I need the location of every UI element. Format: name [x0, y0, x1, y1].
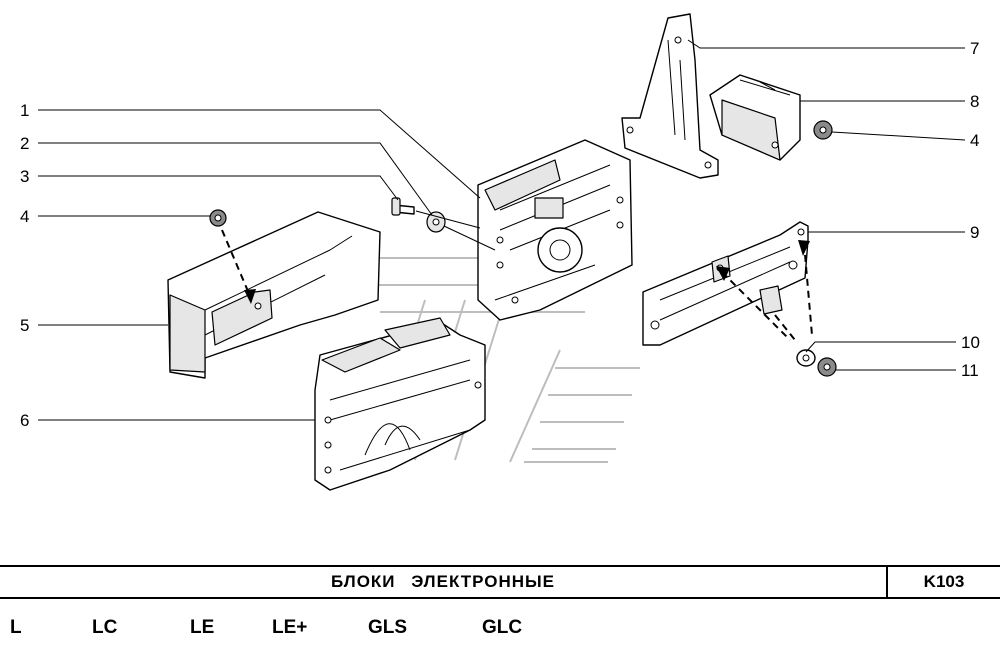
callout-label: 9: [970, 223, 979, 242]
title-divider: [886, 567, 888, 597]
title-bar: БЛОКИ ЭЛЕКТРОННЫЕ K103: [0, 565, 1000, 599]
callout-label: 7: [970, 39, 979, 58]
variant-le-plus: LE+: [272, 617, 308, 638]
variant-lc: LC: [92, 617, 118, 638]
part-8-module: [709, 74, 801, 161]
callout-label: 11: [961, 361, 979, 380]
arrow-head: [244, 289, 256, 304]
clip-part: [759, 285, 783, 315]
assembly-arrows-right: [721, 242, 813, 341]
axis-line-1: [415, 210, 496, 251]
callout-label: 8: [970, 92, 979, 111]
variant-glc: GLC: [482, 617, 523, 638]
callout-label: 1: [20, 101, 29, 120]
variant-list: L LC LE LE+ GLS GLC: [0, 605, 1000, 653]
part-1-control-unit: [477, 139, 633, 321]
callout-label: 3: [20, 167, 29, 186]
callout-label: 4: [970, 131, 979, 150]
part-6-control-unit: [314, 317, 486, 491]
leader-lines: [38, 39, 966, 421]
callout-label: 10: [961, 333, 980, 352]
part-4-nut-left: [209, 209, 227, 227]
part-5-bracket: [167, 211, 381, 379]
variant-le: LE: [190, 617, 215, 638]
variant-gls: GLS: [368, 617, 408, 638]
callout-label: 2: [20, 134, 29, 153]
callout-label: 5: [20, 316, 29, 335]
section-title: БЛОКИ ЭЛЕКТРОННЫЕ: [330, 572, 556, 591]
part-7-bracket: [621, 13, 719, 179]
exploded-parts-diagram: 1 2 3 4 5 6 7 8 4 9 10 11: [20, 13, 980, 491]
part-4-nut-right: [813, 120, 833, 140]
part-10-washer: [796, 349, 816, 367]
callout-label: 4: [20, 207, 29, 226]
part-3-bolt: [391, 197, 415, 216]
catalog-code: K103: [923, 572, 965, 591]
variant-l: L: [10, 617, 22, 638]
part-11-nut: [817, 357, 837, 377]
callout-label: 6: [20, 411, 29, 430]
